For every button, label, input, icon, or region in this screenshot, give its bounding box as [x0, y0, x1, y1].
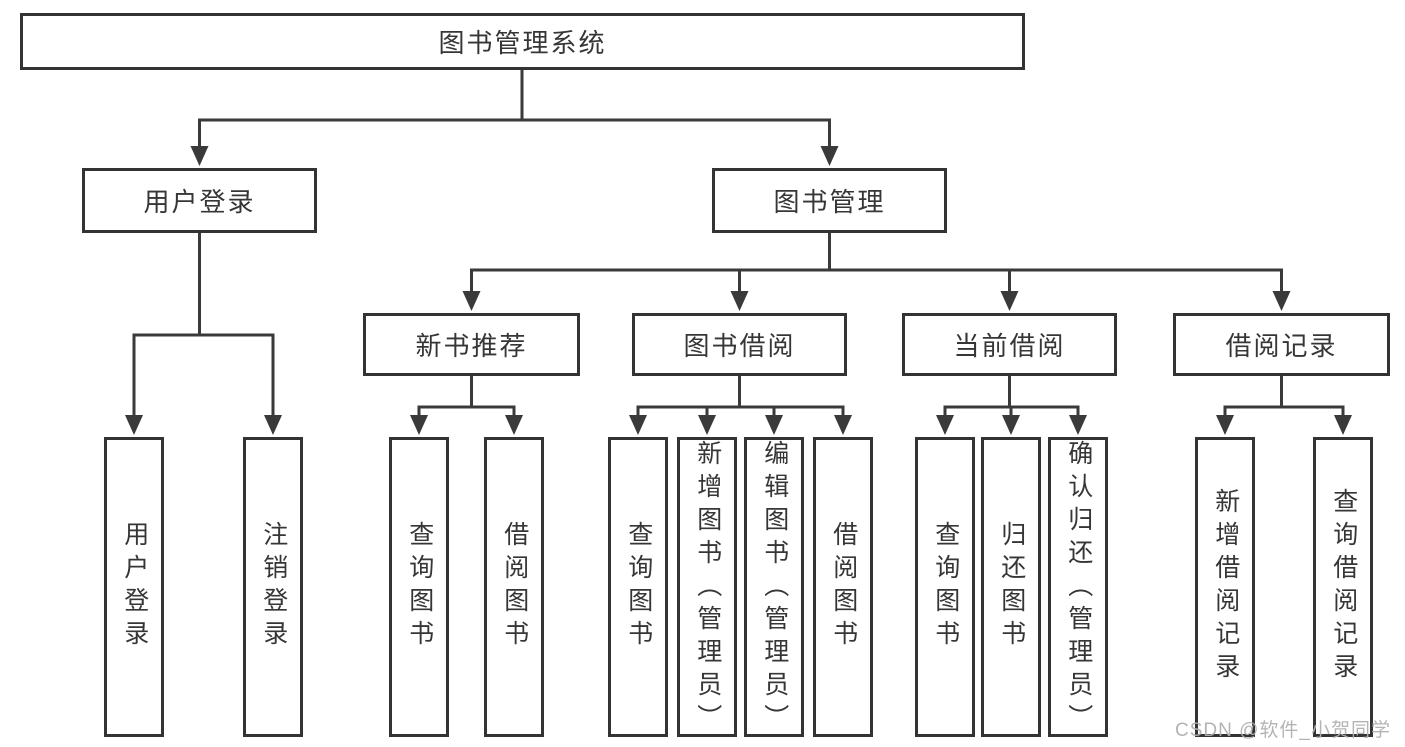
connector-currentborrow-to-leaves [943, 374, 1080, 421]
leaf-user-login-label: 用户登录 [120, 521, 149, 653]
arrowheads [125, 146, 1352, 435]
node-user-login-label: 用户登录 [143, 187, 256, 217]
leaf-add-books-admin: 新增图书（管理员） [677, 437, 737, 737]
arrow-down-icon [190, 146, 209, 166]
arrow-down-icon [1334, 415, 1352, 435]
connector-newbook-to-leaves [417, 374, 516, 421]
leaf-query-books-3-label: 查询图书 [931, 521, 960, 653]
arrow-down-icon [730, 291, 749, 311]
leaf-borrow-books-1: 借阅图书 [484, 437, 544, 737]
connector-borrowrecords-to-leaves [1223, 374, 1345, 421]
node-library-system-label: 图书管理系统 [438, 28, 607, 58]
leaf-query-books-1-label: 查询图书 [405, 521, 434, 653]
arrow-down-icon [834, 415, 852, 435]
node-current-borrow: 当前借阅 [902, 313, 1117, 376]
arrow-down-icon [936, 415, 954, 435]
leaf-borrow-books-2-label: 借阅图书 [829, 521, 858, 653]
arrow-down-icon [264, 415, 282, 435]
connector-bookmgmt-to-level3 [470, 231, 1283, 296]
node-book-management-label: 图书管理 [773, 187, 886, 217]
leaf-add-borrow-record: 新增借阅记录 [1195, 437, 1255, 737]
arrow-down-icon [1216, 415, 1234, 435]
leaf-query-books-3: 查询图书 [915, 437, 975, 737]
arrow-down-icon [1000, 291, 1019, 311]
leaf-confirm-return-admin: 确认归还（管理员） [1048, 437, 1108, 737]
node-book-borrow-label: 图书借阅 [683, 331, 796, 361]
leaf-edit-books-admin-label: 编辑图书（管理员） [760, 440, 789, 737]
arrow-down-icon [1272, 291, 1291, 311]
connector-userlogin-to-leaves [132, 231, 275, 421]
leaf-user-login: 用户登录 [104, 437, 164, 737]
arrow-down-icon [125, 415, 143, 435]
node-user-login: 用户登录 [82, 168, 317, 233]
arrow-down-icon [1002, 415, 1020, 435]
leaf-add-borrow-record-label: 新增借阅记录 [1211, 488, 1240, 686]
arrow-down-icon [505, 415, 523, 435]
leaf-borrow-books-1-label: 借阅图书 [500, 521, 529, 653]
arrow-down-icon [765, 415, 783, 435]
leaf-confirm-return-admin-label: 确认归还（管理员） [1064, 440, 1093, 737]
leaf-logout: 注销登录 [243, 437, 303, 737]
arrow-down-icon [1069, 415, 1087, 435]
leaf-query-books-2: 查询图书 [608, 437, 668, 737]
node-new-book-recommend-label: 新书推荐 [415, 331, 528, 361]
node-book-borrow: 图书借阅 [632, 313, 847, 376]
node-borrow-records-label: 借阅记录 [1225, 331, 1338, 361]
arrow-down-icon [410, 415, 428, 435]
arrow-down-icon [462, 291, 481, 311]
leaf-return-books-label: 归还图书 [997, 521, 1026, 653]
arrow-down-icon [820, 146, 839, 166]
node-new-book-recommend: 新书推荐 [363, 313, 580, 376]
leaf-query-borrow-record: 查询借阅记录 [1313, 437, 1373, 737]
leaf-logout-label: 注销登录 [259, 521, 288, 653]
csdn-watermark: CSDN @软件_小贺同学 [1175, 720, 1391, 741]
leaf-query-borrow-record-label: 查询借阅记录 [1329, 488, 1358, 686]
leaf-query-books-2-label: 查询图书 [624, 521, 653, 653]
connector-root-to-level2 [198, 68, 831, 152]
leaf-return-books: 归还图书 [981, 437, 1041, 737]
leaf-query-books-1: 查询图书 [389, 437, 449, 737]
node-library-system: 图书管理系统 [20, 13, 1025, 70]
node-borrow-records: 借阅记录 [1173, 313, 1390, 376]
arrow-down-icon [698, 415, 716, 435]
leaf-edit-books-admin: 编辑图书（管理员） [744, 437, 804, 737]
node-current-borrow-label: 当前借阅 [953, 331, 1066, 361]
leaf-borrow-books-2: 借阅图书 [813, 437, 873, 737]
leaf-add-books-admin-label: 新增图书（管理员） [693, 440, 722, 737]
arrow-down-icon [629, 415, 647, 435]
connector-bookborrow-to-leaves [636, 374, 845, 421]
node-book-management: 图书管理 [712, 168, 947, 233]
